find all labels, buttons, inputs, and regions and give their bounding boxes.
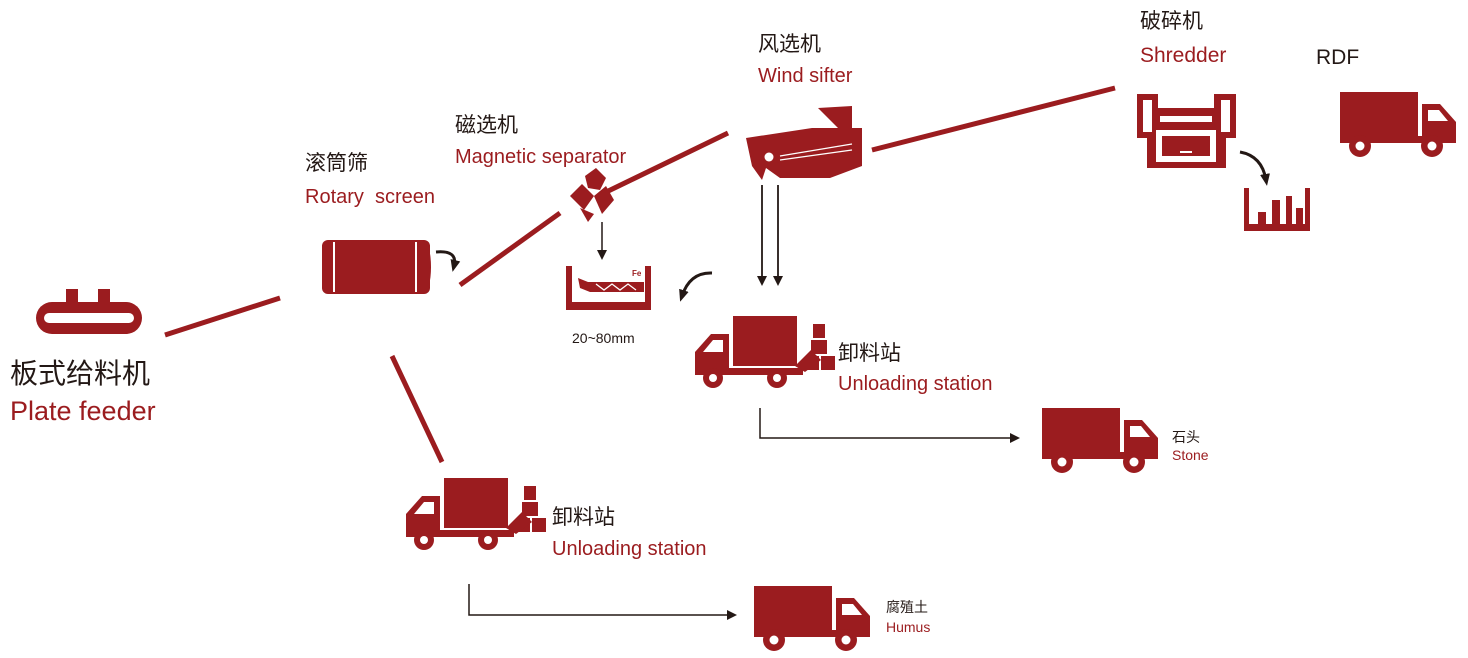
rotary-screen-en: Rotary screen (305, 186, 435, 208)
wind-sifter-cn: 风选机 (758, 32, 821, 56)
plate-feeder-cn: 板式给料机 (10, 357, 150, 390)
humus-en: Humus (886, 619, 930, 635)
rdf: RDF (1316, 46, 1456, 157)
magnet-crystal-icon (570, 168, 614, 222)
line-screen-magnet (458, 210, 562, 288)
arrow-to-stone (759, 408, 1020, 443)
wind-sifter-en: Wind sifter (758, 65, 853, 87)
line-magnet-wind (598, 130, 730, 198)
bar-output-icon (1244, 188, 1310, 231)
wind-sifter: 风选机 Wind sifter (746, 32, 862, 180)
rotary-screen-icon (322, 240, 431, 294)
magnetic-separator-en: Magnetic separator (455, 146, 627, 168)
truck-with-boxes-icon (406, 478, 546, 550)
rotary-screen-cn: 滚筒筛 (305, 151, 368, 175)
shredder-icon (1137, 94, 1236, 168)
stone-en: Stone (1172, 447, 1209, 463)
plate-feeder: 板式给料机 Plate feeder (10, 289, 156, 426)
arrow-to-humus (468, 584, 737, 620)
truck-icon (1042, 408, 1158, 473)
arrow-shredder-curl (1239, 150, 1270, 186)
line-wind-shredder (871, 85, 1116, 153)
unloading-station-1-en: Unloading station (838, 373, 993, 395)
line-feeder-screen (164, 295, 281, 338)
plate-feeder-icon (36, 289, 142, 334)
unloading-station-2-en: Unloading station (552, 538, 707, 560)
arrows (435, 150, 1270, 620)
plate-feeder-en: Plate feeder (10, 396, 156, 426)
magnetic-separator: 磁选机 Magnetic separator (455, 113, 627, 222)
fe-bin: Fe 20~80mm (566, 266, 651, 346)
line-screen-unloading (389, 354, 445, 464)
unloading-station-2: 卸料站 Unloading station (406, 478, 707, 560)
arrow-to-fe-bin (679, 271, 713, 302)
humus: 腐殖土 Humus (754, 586, 930, 651)
stone: 石头 Stone (1042, 408, 1209, 473)
magnetic-separator-cn: 磁选机 (455, 113, 518, 137)
unloading-station-2-cn: 卸料站 (552, 505, 615, 529)
truck-icon (754, 586, 870, 651)
fe-bin-icon: Fe (566, 266, 651, 310)
arrow-screen-curl (435, 250, 461, 272)
rdf-label: RDF (1316, 46, 1359, 69)
shredder-cn: 破碎机 (1140, 9, 1203, 33)
humus-cn: 腐殖土 (886, 599, 928, 616)
fe-size-label: 20~80mm (572, 330, 635, 346)
shredder: 破碎机 Shredder (1137, 9, 1310, 231)
shredder-en: Shredder (1140, 44, 1226, 67)
stone-cn: 石头 (1172, 430, 1200, 446)
unloading-station-1: 卸料站 Unloading station (695, 316, 993, 395)
rotary-screen: 滚筒筛 Rotary screen (305, 151, 435, 294)
fe-badge: Fe (632, 269, 642, 278)
wind-sifter-icon (746, 106, 862, 180)
truck-icon (1340, 92, 1456, 157)
truck-with-boxes-icon (695, 316, 835, 388)
unloading-station-1-cn: 卸料站 (838, 341, 901, 365)
connectors (164, 85, 1116, 464)
